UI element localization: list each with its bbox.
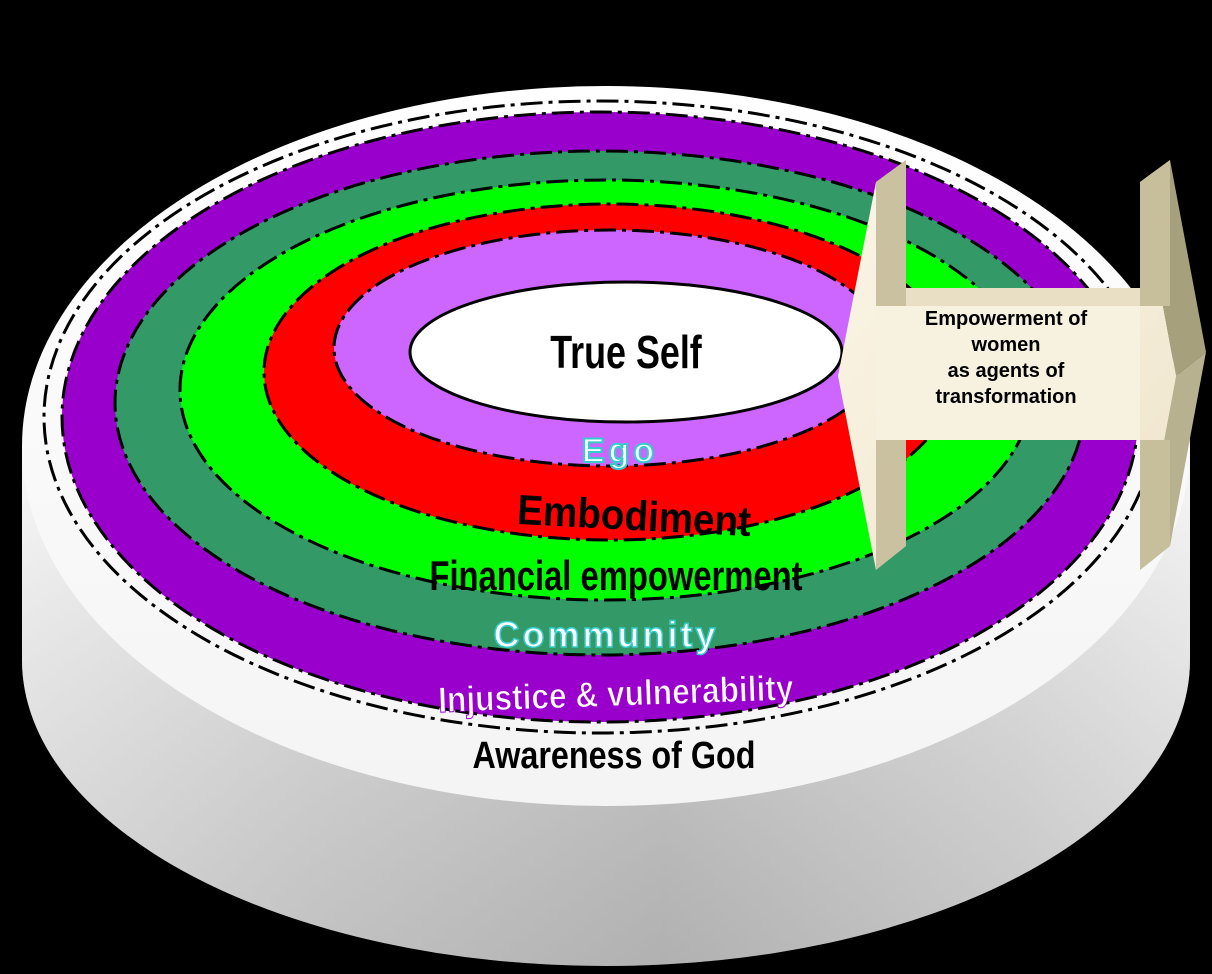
arrow-caption-line-4: transformation	[935, 386, 1077, 408]
arrow-caption-line-1: Empowerment of	[924, 308, 1088, 330]
arrow-left-head-shade	[876, 160, 906, 306]
empowerment-arrow	[838, 160, 1206, 570]
ego-label: Ego	[582, 432, 658, 470]
arrow-caption-line-2: women	[971, 334, 1041, 356]
arrow-left-head-shade-lower	[876, 440, 906, 570]
arrow-shaft	[876, 306, 1140, 440]
community-label: Community	[494, 614, 719, 655]
true-self-label: True Self	[550, 327, 702, 378]
arrow-right-head-shade	[1140, 160, 1170, 306]
arrow-top-edge	[876, 288, 1164, 308]
arrow-caption-line-3: as agents of	[947, 360, 1065, 382]
arrow-right-head-shade-lower	[1140, 440, 1170, 570]
true-self-ellipse	[408, 280, 844, 424]
arrow-caption: Empowerment of women as agents of transf…	[868, 306, 1144, 410]
awareness-of-god-label: Awareness of God	[473, 735, 756, 777]
financial-empowerment-label: Financial empowerment	[429, 552, 803, 599]
